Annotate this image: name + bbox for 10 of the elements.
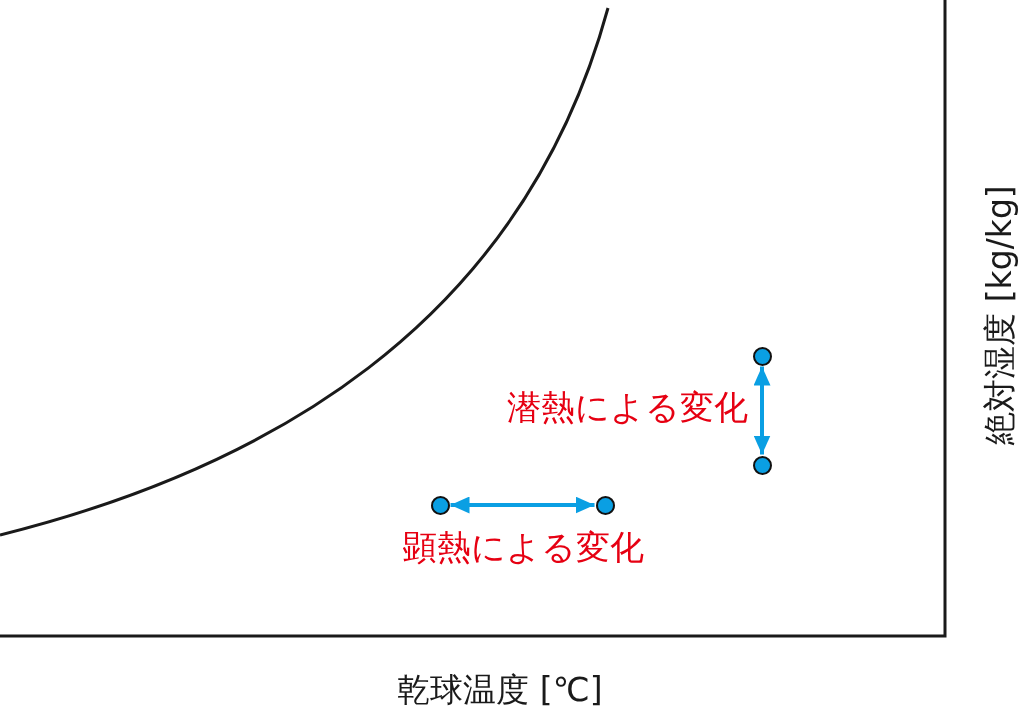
point-marker	[752, 346, 772, 366]
double-arrow	[450, 496, 595, 514]
double-arrow	[753, 366, 771, 455]
edge-label: 顕熱による変化	[402, 528, 644, 568]
axis-label: 乾球温度 [℃]	[397, 671, 603, 709]
point-marker	[430, 495, 450, 515]
point-marker	[752, 455, 772, 475]
point-marker	[595, 495, 615, 515]
edge-label: 潜熱による変化	[507, 388, 748, 428]
axis-label: 絶対湿度 [kg/kg]	[981, 185, 1019, 445]
